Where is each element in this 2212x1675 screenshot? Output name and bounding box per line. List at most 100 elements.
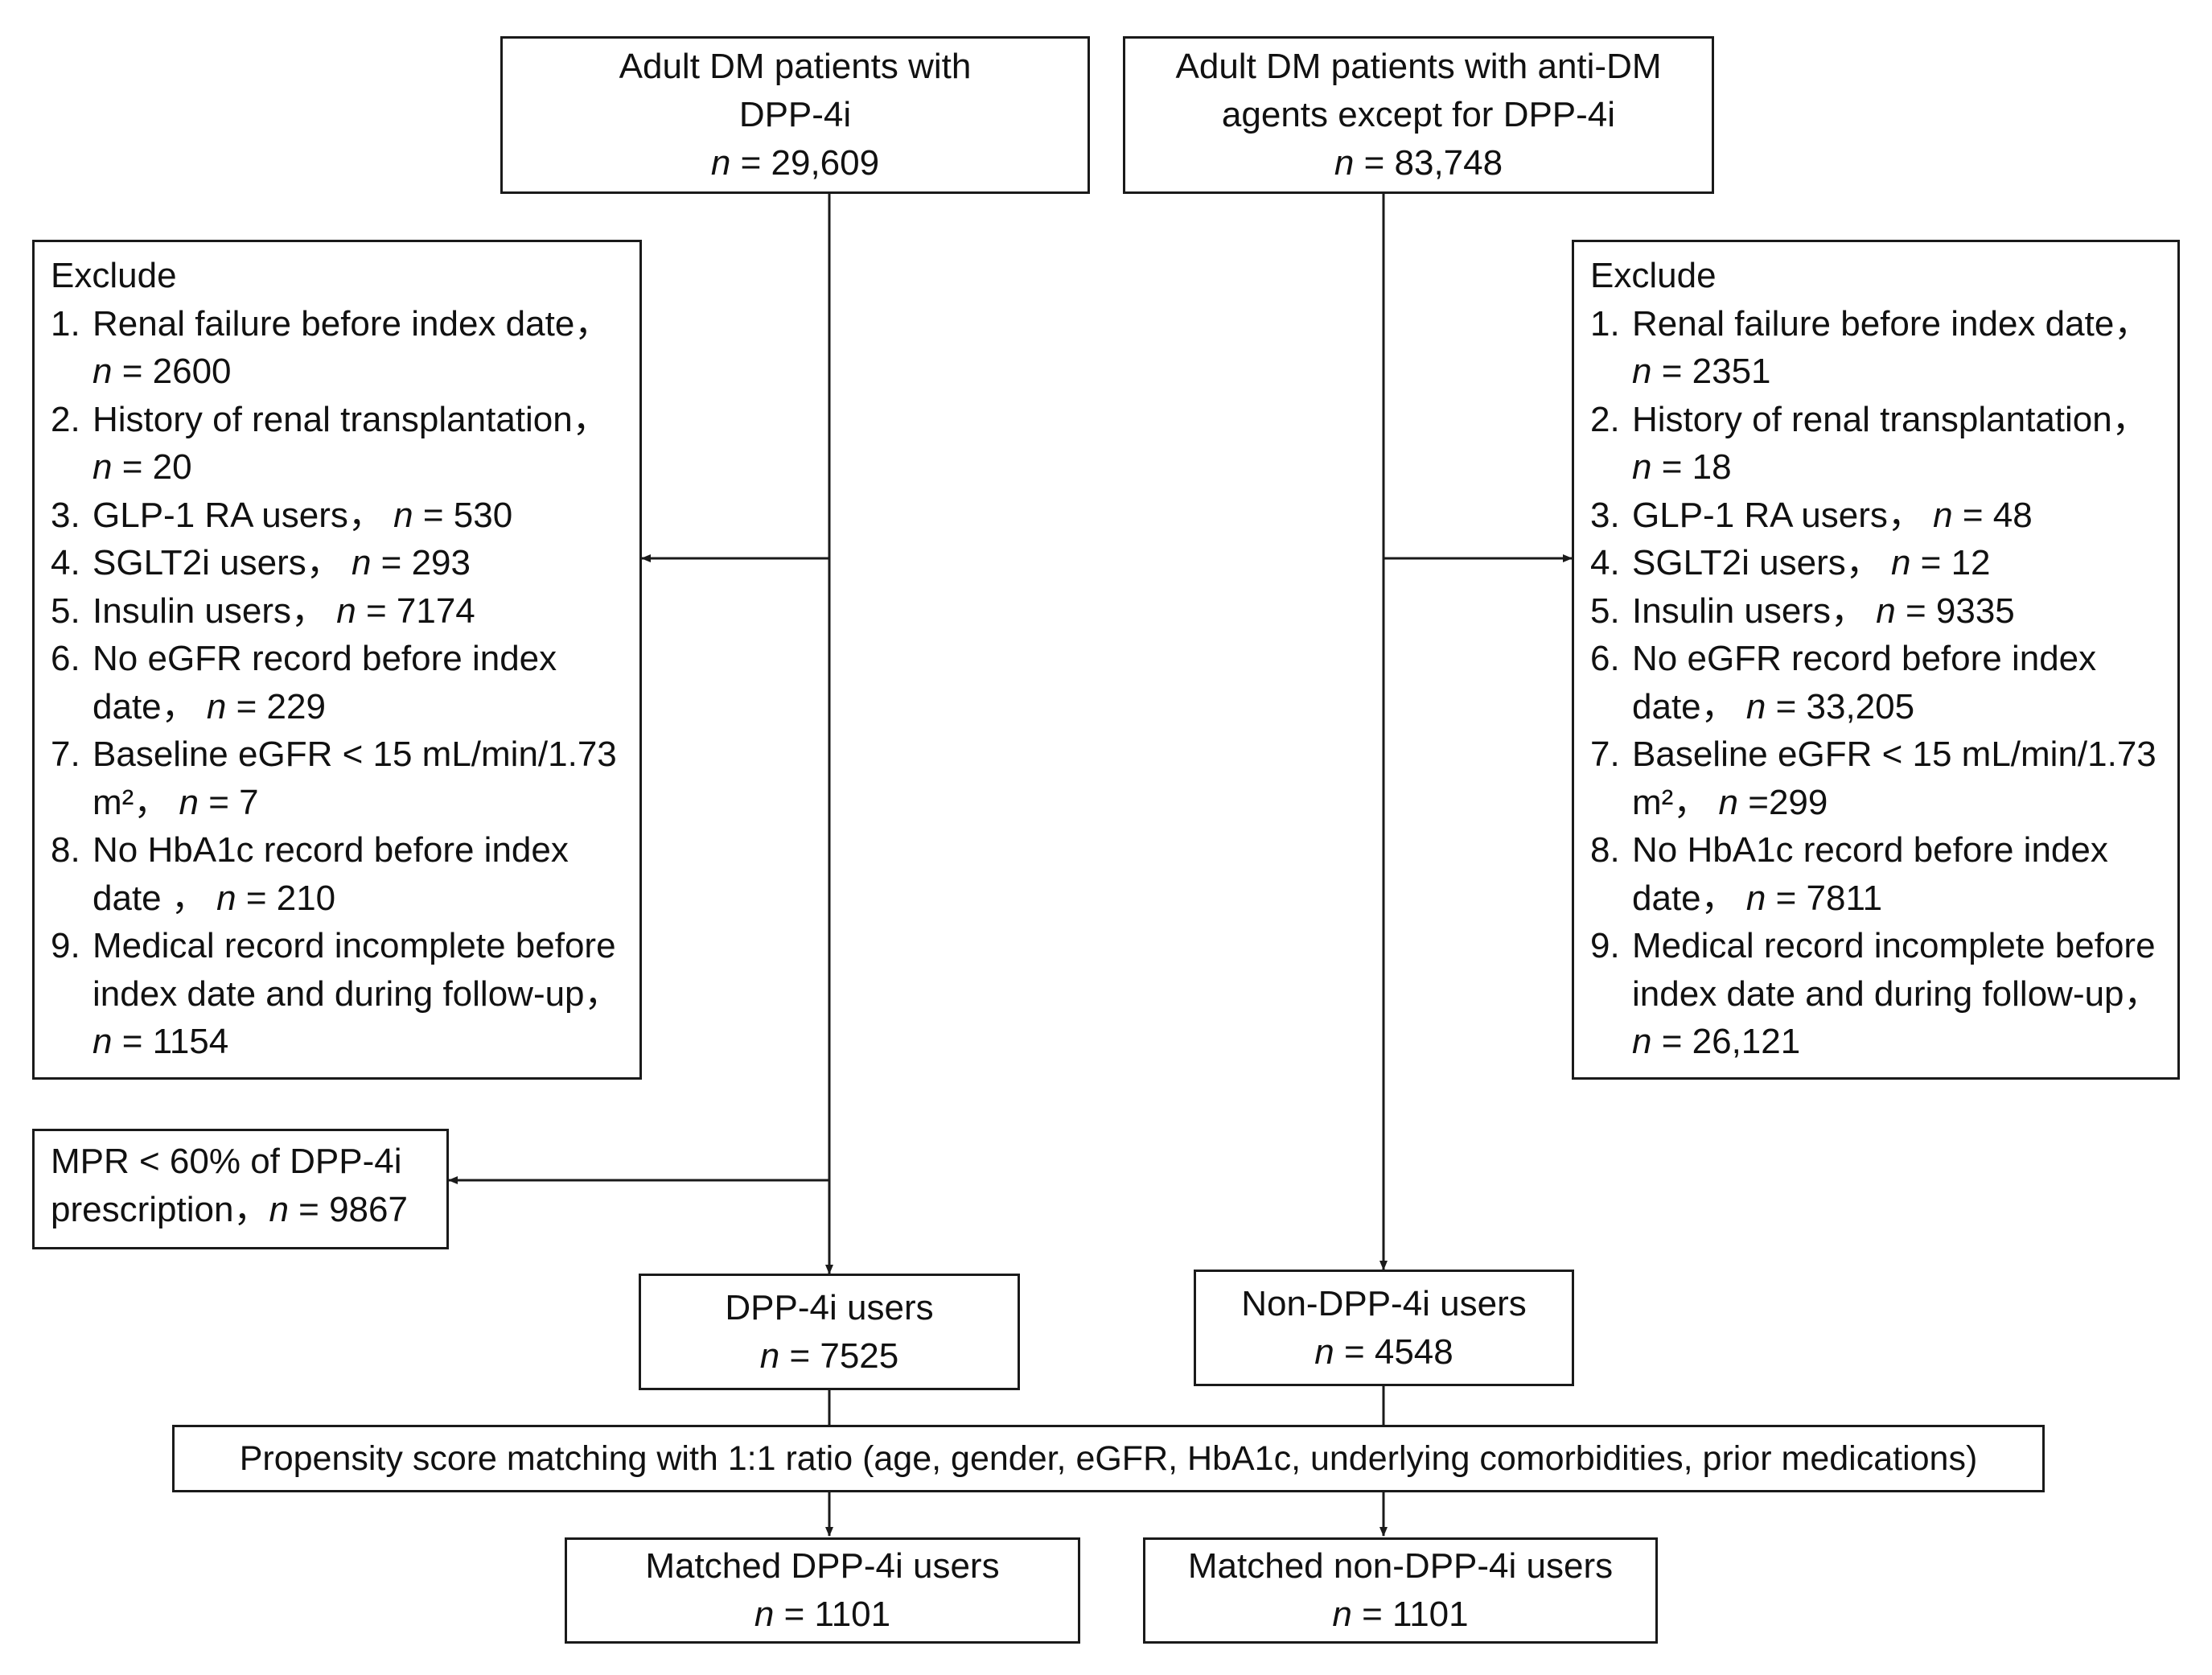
item-number: 8. <box>51 830 80 870</box>
item-count: =299 <box>1738 782 1828 822</box>
item-count: = 7174 <box>356 591 475 631</box>
item-text: Baseline eGFR < 15 mL/min/1.73 m²， <box>93 735 617 822</box>
item-number: 2. <box>51 399 80 439</box>
item-number: 9. <box>51 926 80 965</box>
exclusion-item: 4.SGLT2i users， n = 293 <box>51 539 625 587</box>
exclusion-item: 1. Renal failure before index date， n = 2… <box>1590 300 2163 396</box>
n-symbol: n <box>93 447 113 487</box>
item-count: = 20 <box>112 447 192 487</box>
non-dpp4i-cohort-box: Adult DM patients with anti-DM agents ex… <box>1123 36 1714 194</box>
dpp4i-cohort-line1: Adult DM patients with <box>619 47 972 86</box>
item-number: 3. <box>1590 495 1620 535</box>
matched-non-dpp4i-users-count: n = 1101 <box>1332 1591 1468 1639</box>
item-count: = 12 <box>1910 543 1991 582</box>
n-symbol: n <box>754 1595 775 1634</box>
n-symbol: n <box>710 143 731 183</box>
count-value: = 9867 <box>288 1190 408 1229</box>
item-text: SGLT2i users， <box>93 543 342 582</box>
item-count: = 9335 <box>1895 591 2015 631</box>
item-number: 4. <box>1590 543 1620 582</box>
count-value: = 4548 <box>1334 1331 1453 1372</box>
item-count: = 26,121 <box>1651 1022 1801 1061</box>
exclusion-item: 2. History of renal transplantation， n = … <box>51 396 625 492</box>
exclusion-list: 1.Renal failure before index date， n = 2… <box>51 300 625 1066</box>
exclusion-item: 8.No HbA1c record before index date ， n … <box>51 826 625 922</box>
exclusion-item: 4. SGLT2i users， n = 12 <box>1590 539 2163 587</box>
item-text: SGLT2i users， <box>1632 543 1881 582</box>
item-count: = 7 <box>199 782 259 822</box>
n-symbol: n <box>1334 143 1355 183</box>
dpp4i-cohort-box: Adult DM patients with DPP-4i n = 29,609 <box>500 36 1090 194</box>
n-symbol: n <box>1632 352 1652 391</box>
item-number: 8. <box>1590 830 1620 870</box>
matched-dpp4i-users-title: Matched DPP-4i users <box>645 1546 1000 1586</box>
exclusion-item: 6.No eGFR record before index date， n = … <box>1590 635 2163 730</box>
item-text: History of renal transplantation， <box>93 399 608 439</box>
exclusion-item: 1.Renal failure before index date， n = 2… <box>51 300 625 396</box>
item-count: = 530 <box>413 495 513 535</box>
non-dpp4i-users-count: n = 4548 <box>1314 1328 1453 1377</box>
item-count: = 2351 <box>1651 352 1771 391</box>
exclusion-item: 5.Insulin users， n = 7174 <box>51 587 625 636</box>
n-symbol: n <box>1332 1595 1352 1634</box>
exclusion-item: 7.Baseline eGFR < 15 mL/min/1.73 m²， n =… <box>1590 730 2163 826</box>
n-symbol: n <box>1745 686 1766 726</box>
non-dpp4i-users-title: Non-DPP-4i users <box>1241 1283 1527 1323</box>
n-symbol: n <box>1876 591 1896 631</box>
n-symbol: n <box>336 591 356 631</box>
item-text: GLP-1 RA users， <box>93 495 384 535</box>
n-symbol: n <box>1933 495 1953 535</box>
n-symbol: n <box>269 1190 289 1229</box>
exclusion-heading: Exclude <box>51 256 177 295</box>
item-number: 6. <box>51 639 80 678</box>
item-number: 5. <box>1590 591 1620 631</box>
non-dpp4i-cohort-line2: agents except for DPP-4i <box>1221 95 1616 134</box>
n-symbol: n <box>1718 782 1739 822</box>
item-number: 3. <box>51 495 80 535</box>
n-symbol: n <box>206 686 227 726</box>
item-text: No HbA1c record before index date， <box>1632 830 2108 918</box>
item-number: 5. <box>51 591 80 631</box>
dpp4i-cohort-line2: DPP-4i <box>738 95 852 134</box>
item-count: = 210 <box>236 878 336 918</box>
dpp4i-users-title: DPP-4i users <box>725 1287 934 1327</box>
count-value: = 83,748 <box>1354 143 1503 183</box>
item-number: 2. <box>1590 399 1620 439</box>
item-number: 9. <box>1590 926 1620 965</box>
propensity-matching-box: Propensity score matching with 1:1 ratio… <box>172 1425 2045 1492</box>
item-text: Renal failure before index date， <box>1632 303 2150 344</box>
item-text: No eGFR record before index date， <box>1632 639 2097 726</box>
exclusion-item: 5. Insulin users， n = 9335 <box>1590 587 2163 636</box>
item-number: 7. <box>1590 735 1620 774</box>
n-symbol: n <box>393 495 413 535</box>
exclusion-item: 2.History of renal transplantation， n = … <box>1590 396 2163 492</box>
n-symbol: n <box>93 1022 113 1061</box>
n-symbol: n <box>351 543 372 582</box>
item-number: 7. <box>51 735 80 774</box>
item-number: 6. <box>1590 639 1620 678</box>
n-symbol: n <box>1890 543 1911 582</box>
exclusion-item: 7. Baseline eGFR < 15 mL/min/1.73 m²， n =… <box>51 730 625 826</box>
non-dpp4i-cohort-line1: Adult DM patients with anti-DM <box>1175 47 1662 86</box>
item-count: = 1154 <box>112 1022 229 1061</box>
item-count: = 293 <box>371 543 471 582</box>
n-symbol: n <box>759 1335 780 1376</box>
n-symbol: n <box>1632 447 1652 487</box>
exclusion-list: 1. Renal failure before index date， n = 2… <box>1590 300 2163 1066</box>
item-text: Medical record incomplete before index d… <box>93 926 620 1014</box>
exclusion-item: 6.No eGFR record before index date， n = … <box>51 635 625 730</box>
dpp4i-cohort-count: n = 29,609 <box>711 139 879 187</box>
exclusion-item: 3.GLP-1 RA users， n = 48 <box>1590 492 2163 540</box>
n-symbol: n <box>179 782 199 822</box>
item-text: Medical record incomplete before index d… <box>1632 926 2160 1014</box>
item-text: No HbA1c record before index date ， <box>93 830 569 918</box>
item-count: = 7811 <box>1766 878 1883 918</box>
count-value: = 1101 <box>774 1595 891 1634</box>
n-symbol: n <box>1745 878 1766 918</box>
exclusion-item: 9. Medical record incomplete before index… <box>1590 922 2163 1066</box>
item-text: Insulin users， <box>1632 591 1867 631</box>
item-number: 1. <box>1590 303 1620 344</box>
count-value: = 1101 <box>1351 1595 1469 1634</box>
